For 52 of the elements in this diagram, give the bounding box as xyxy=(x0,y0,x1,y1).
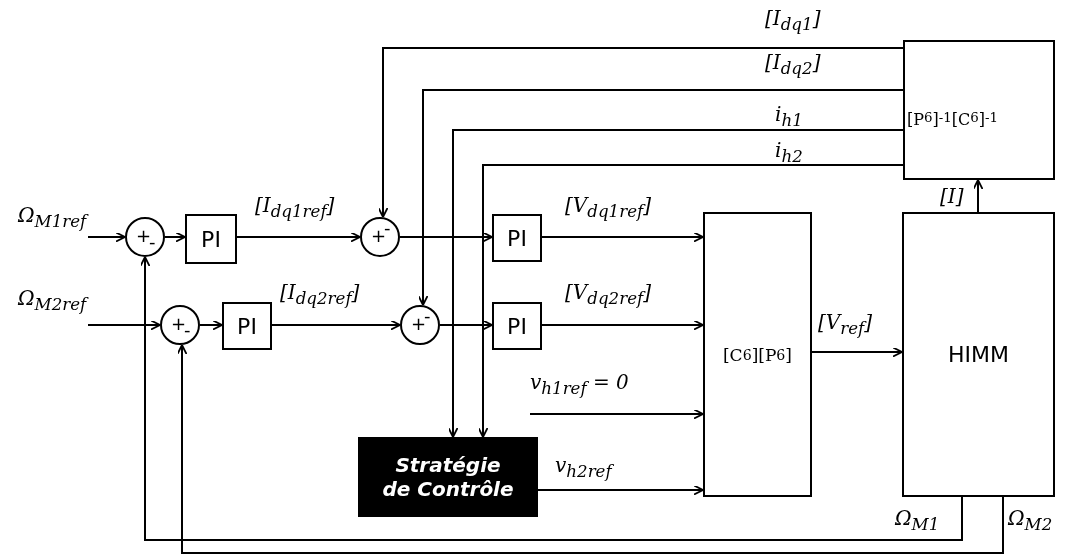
minus-sign: - xyxy=(424,307,431,325)
arrow xyxy=(87,319,161,331)
summing-junction xyxy=(160,305,200,345)
pi-controller-block: PI xyxy=(185,214,237,264)
plus-sign: + xyxy=(411,315,427,333)
strategy-block: Stratégie de Contrôle xyxy=(358,437,538,517)
edge-label: [I] xyxy=(940,186,964,206)
arrow xyxy=(439,319,493,331)
arrow xyxy=(477,164,904,438)
edge-label: Ω$_{M2}$ xyxy=(1008,508,1053,534)
arrow xyxy=(537,484,704,496)
arrow xyxy=(199,319,223,331)
edge-label: v$_{h1ref}$ = 0 xyxy=(530,372,629,398)
arrow xyxy=(139,256,963,541)
edge-label: v$_{h2ref}$ xyxy=(555,455,612,481)
arrow xyxy=(176,344,1004,554)
arrow xyxy=(811,346,903,358)
minus-sign: - xyxy=(384,219,391,237)
arrow xyxy=(541,319,704,331)
summing-junction xyxy=(360,217,400,257)
edge-label: i$_{h2}$ xyxy=(775,140,803,166)
arrow xyxy=(529,408,704,420)
pi-controller-block: PI xyxy=(492,302,542,350)
summing-junction xyxy=(400,305,440,345)
machine-block: HIMM xyxy=(902,212,1055,497)
arrow xyxy=(447,129,904,438)
arrow xyxy=(417,89,904,306)
edge-label: i$_{h1}$ xyxy=(775,104,803,130)
arrow xyxy=(541,231,704,243)
arrow xyxy=(399,231,493,243)
arrow xyxy=(164,231,186,243)
pi-controller-block: PI xyxy=(222,302,272,350)
pi-controller-block: PI xyxy=(492,214,542,262)
edge-label: [I$_{dq1}$] xyxy=(765,8,821,34)
edge-label: Ω$_{M1}$ xyxy=(895,508,940,534)
arrow xyxy=(87,231,126,243)
plus-sign: + xyxy=(371,227,387,245)
arrow xyxy=(972,179,984,213)
edge-label: [V$_{ref}$] xyxy=(818,312,873,338)
arrow xyxy=(377,47,904,218)
edge-label: [V$_{dq2ref}$] xyxy=(565,282,651,308)
edge-label: Ω$_{M2ref}$ xyxy=(18,288,87,314)
arrow xyxy=(236,231,361,243)
edge-label: [I$_{dq2}$] xyxy=(765,52,821,78)
summing-junction xyxy=(125,217,165,257)
arrow xyxy=(271,319,401,331)
minus-sign: - xyxy=(184,321,191,339)
edge-label: Ω$_{M1ref}$ xyxy=(18,205,87,231)
minus-sign: - xyxy=(149,233,156,251)
edge-label: [I$_{dq1ref}$] xyxy=(255,195,335,221)
edge-label: [V$_{dq1ref}$] xyxy=(565,195,651,221)
edge-label: [I$_{dq2ref}$] xyxy=(280,282,360,308)
